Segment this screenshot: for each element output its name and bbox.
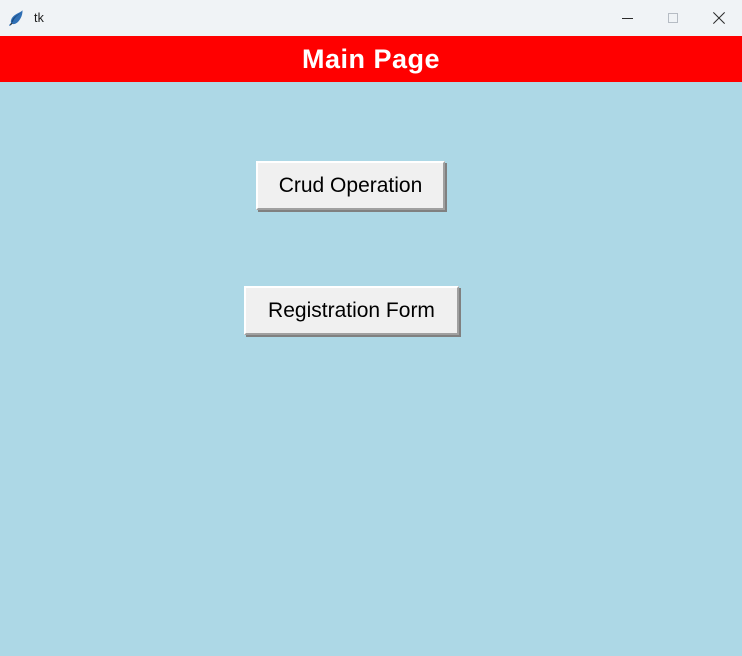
minimize-button[interactable] [604, 0, 650, 36]
page-header-banner: Main Page [0, 36, 742, 82]
crud-operation-button[interactable]: Crud Operation [256, 161, 445, 210]
registration-form-button[interactable]: Registration Form [244, 286, 459, 335]
maximize-icon [668, 13, 678, 23]
close-icon [713, 12, 726, 25]
title-bar[interactable]: tk [0, 0, 742, 36]
maximize-button[interactable] [650, 0, 696, 36]
minimize-icon [621, 17, 633, 19]
window-controls [604, 0, 742, 36]
window-title: tk [34, 10, 45, 25]
title-bar-left: tk [0, 0, 604, 36]
close-button[interactable] [696, 0, 742, 36]
feather-quill-icon [6, 8, 26, 28]
page-title: Main Page [301, 43, 441, 74]
main-content: Crud Operation Registration Form [0, 82, 742, 656]
